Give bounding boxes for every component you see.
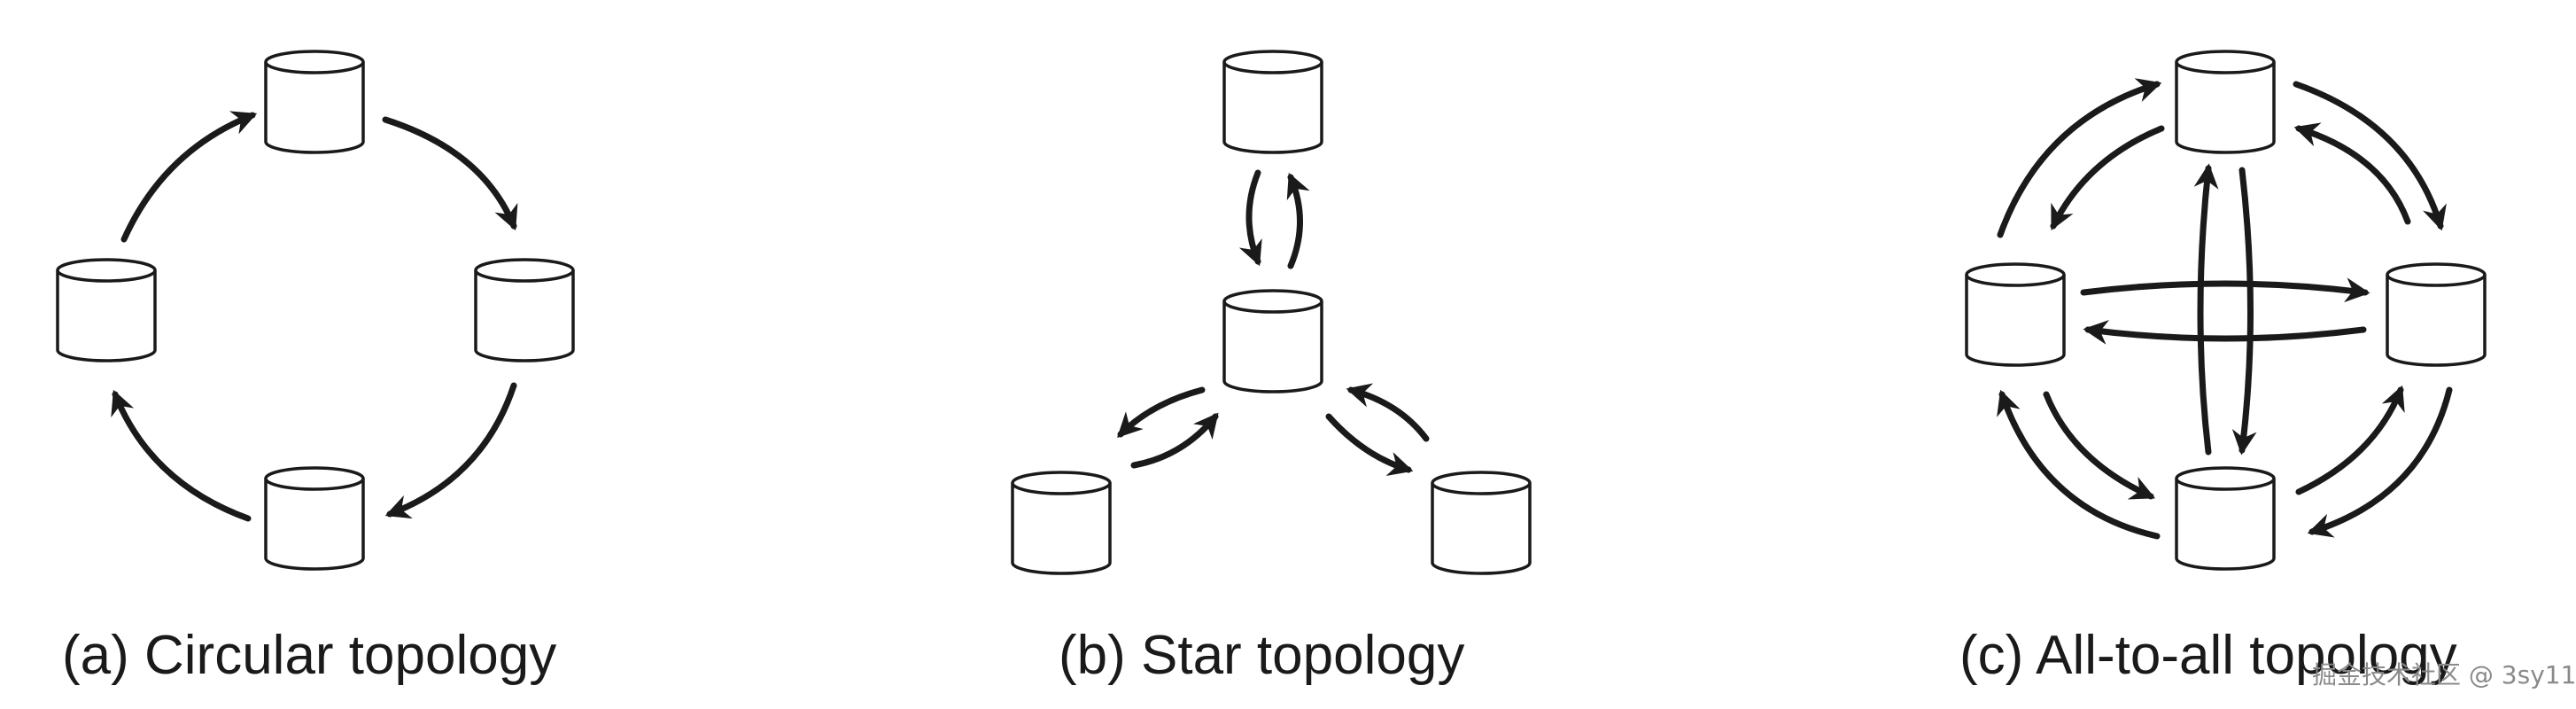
caption-all-to-all-topology: (c) All-to-all topology bbox=[1959, 625, 2457, 686]
node-left bbox=[1965, 262, 2066, 367]
arrow-top-to-left-inner bbox=[2050, 125, 2165, 231]
node-top bbox=[264, 50, 365, 154]
watermark: 掘金技术社区 @ 3sy11 bbox=[2312, 660, 2576, 690]
arrow-top-to-center bbox=[1238, 169, 1262, 267]
arrow-center-to-top bbox=[1286, 172, 1310, 269]
arrow-left-to-top-outer bbox=[1997, 78, 2162, 238]
arrow-right-to-left bbox=[2083, 319, 2367, 345]
arrow-left-to-right bbox=[2080, 277, 2370, 303]
node-bottom-right bbox=[1431, 471, 1532, 575]
node-bottom bbox=[264, 466, 365, 571]
arrow-left-to-top bbox=[120, 111, 258, 243]
arrow-bottom-to-left bbox=[111, 389, 252, 522]
node-left bbox=[56, 258, 157, 362]
node-right bbox=[474, 258, 575, 362]
arrow-bottom-to-top bbox=[2193, 163, 2219, 456]
node-center bbox=[1222, 289, 1323, 393]
arrow-right-to-bottom bbox=[384, 382, 517, 519]
arrow-bottom-to-left-outer bbox=[1997, 389, 2161, 540]
arrow-top-to-bottom bbox=[2231, 167, 2257, 456]
node-right bbox=[2386, 262, 2487, 367]
arrow-center-to-bottom-left bbox=[1117, 386, 1206, 438]
arrow-right-to-bottom-outer bbox=[2307, 386, 2453, 538]
node-top bbox=[2175, 50, 2276, 154]
arrow-center-to-bottom-right bbox=[1325, 413, 1414, 476]
arrow-top-to-right-outer bbox=[2293, 81, 2447, 231]
arrow-left-to-bottom-inner bbox=[2043, 391, 2156, 500]
arrow-bottom-right-to-center bbox=[1346, 383, 1430, 442]
caption-circular-topology: (a) Circular topology bbox=[62, 625, 557, 686]
star-topology bbox=[1011, 50, 1532, 575]
node-bottom bbox=[2175, 466, 2276, 571]
caption-star-topology: (b) Star topology bbox=[1059, 625, 1465, 686]
node-top bbox=[1222, 50, 1323, 154]
arrow-top-to-right bbox=[382, 116, 518, 231]
all-to-all-topology bbox=[1965, 50, 2487, 571]
arrow-bottom-left-to-center bbox=[1130, 412, 1219, 469]
circular-topology bbox=[56, 50, 575, 571]
arrow-right-to-top-inner bbox=[2293, 122, 2411, 225]
node-bottom-left bbox=[1011, 471, 1112, 575]
arrow-bottom-to-right-inner bbox=[2295, 385, 2405, 495]
